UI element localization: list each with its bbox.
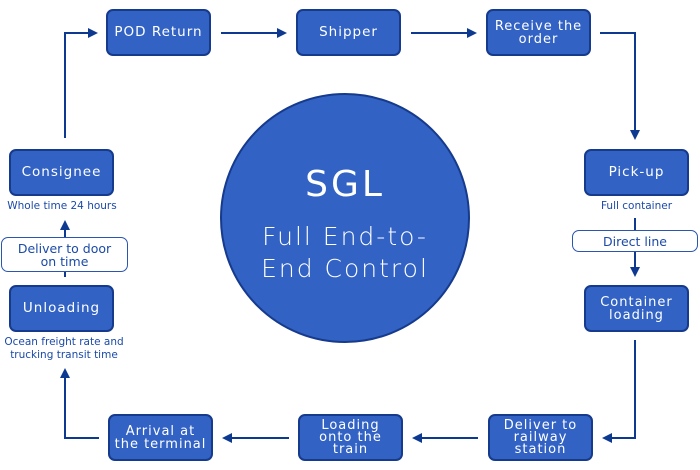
label-deliver-to-door: Deliver to door on time — [1, 237, 128, 272]
center-circle: SGL Full End-to- End Control — [220, 93, 470, 343]
note-whole-time: Whole time 24 hours — [7, 200, 117, 212]
center-subtitle: Full End-to- End Control — [261, 222, 429, 283]
center-title: SGL — [305, 164, 385, 205]
note-full-container: Full container — [600, 200, 673, 212]
step-receive-order: Receive the order — [486, 9, 591, 56]
label-direct-line: Direct line — [572, 230, 698, 252]
arrow-container-to-railway — [602, 340, 636, 443]
step-pick-up: Pick-up — [584, 149, 689, 196]
step-container-loading: Container loading — [584, 285, 689, 332]
step-pod-return: POD Return — [106, 9, 211, 56]
step-deliver-railway-station: Deliver to railway station — [488, 414, 593, 461]
step-consignee: Consignee — [9, 149, 114, 196]
step-loading-onto-train: Loading onto the train — [298, 414, 403, 461]
step-unloading: Unloading — [9, 285, 114, 332]
note-ocean-freight: Ocean freight rate and trucking transit … — [4, 336, 124, 361]
arrow-arrival-to-unloading — [60, 368, 99, 439]
step-arrival-terminal: Arrival at the terminal — [108, 414, 213, 461]
arrow-consignee-to-pod — [64, 28, 98, 138]
arrow-receive-to-pickup — [600, 32, 640, 140]
step-shipper: Shipper — [296, 9, 401, 56]
